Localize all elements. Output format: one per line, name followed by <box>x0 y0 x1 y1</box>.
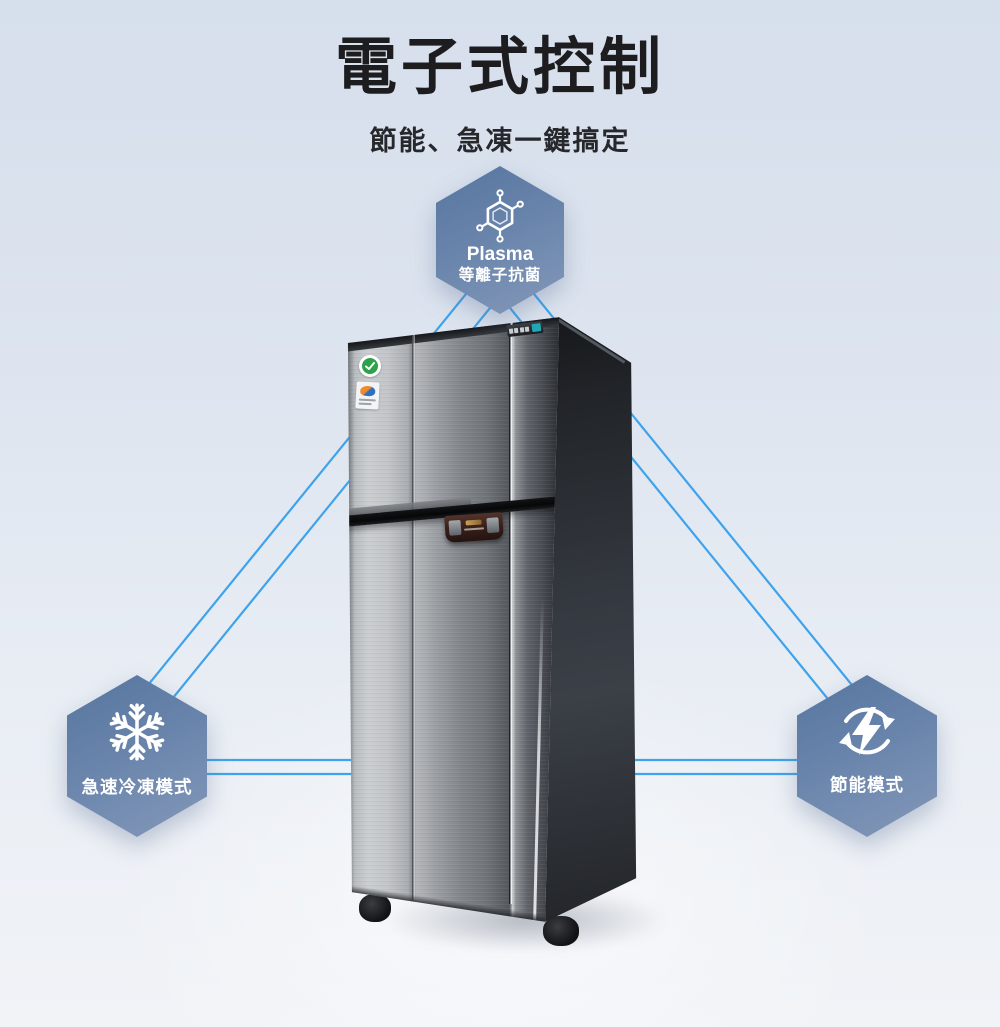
quick-freeze-node: 急速冷凍模式 <box>67 675 207 837</box>
brand-glyph <box>508 328 514 334</box>
brand-glyph <box>514 327 519 333</box>
molecule-icon <box>476 189 524 243</box>
fridge-front-face <box>347 317 560 922</box>
front-edge-highlight <box>532 598 544 922</box>
fridge-top-edge <box>556 318 626 364</box>
fridge-foot <box>359 894 391 922</box>
page-title: 電子式控制 <box>334 33 665 102</box>
energy-cycle-icon <box>839 707 895 755</box>
eco-cert-sticker <box>359 355 381 377</box>
refrigerator-image <box>323 308 727 968</box>
energy-saving-node: 節能模式 <box>797 675 937 837</box>
door-seam <box>412 328 415 900</box>
quick-freeze-label: 急速冷凍模式 <box>81 777 193 797</box>
plasma-title: Plasma <box>466 244 534 265</box>
brand-accent-mark <box>531 323 542 333</box>
fridge-foot <box>543 916 579 946</box>
plasma-subtitle: 等離子抗菌 <box>458 266 542 284</box>
door-seam-highlight <box>509 320 513 904</box>
energy-saving-label: 節能模式 <box>830 775 904 795</box>
energy-label-logo <box>359 385 376 397</box>
brand-glyph <box>524 326 530 332</box>
panel-emblem <box>465 519 482 526</box>
energy-label-sticker <box>355 381 380 410</box>
page-subtitle: 節能、急凍一鍵搞定 <box>369 126 631 156</box>
snowflake-icon <box>108 703 166 761</box>
fridge-side-panel <box>545 317 637 922</box>
energy-label-text <box>358 398 376 402</box>
check-icon <box>365 362 375 370</box>
brand-glyph <box>519 326 524 333</box>
panel-text-line <box>464 527 485 531</box>
energy-label-text <box>358 402 372 406</box>
plasma-node: Plasma 等離子抗菌 <box>436 166 564 314</box>
panel-button <box>448 519 462 536</box>
control-panel <box>444 512 504 543</box>
panel-button <box>486 517 500 534</box>
